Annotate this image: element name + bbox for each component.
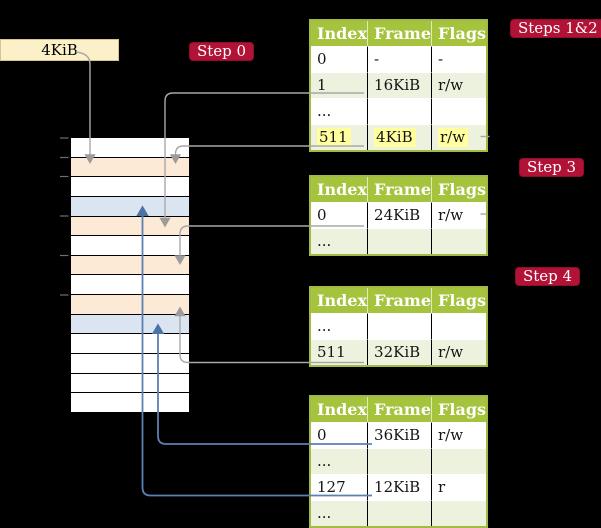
memory-cell-13 [71, 392, 189, 412]
column-header-index: Index [311, 21, 368, 46]
column-header-frame: Frame [367, 177, 432, 202]
memory-cell-7 [71, 274, 189, 295]
pt-cell: 0 [311, 202, 368, 228]
address-ticks [60, 137, 69, 296]
table-row: ... [311, 500, 487, 526]
highlighted-value: 511 [317, 128, 351, 147]
column-header-frame: Frame [367, 288, 432, 313]
memory-cell-4 [71, 215, 189, 236]
memory-cell-9 [71, 313, 189, 334]
pt-cell: 1 [311, 72, 368, 98]
pt-cell [367, 448, 432, 474]
pt-cell: 0 [311, 422, 368, 448]
pt-cell: ... [311, 228, 368, 254]
table-row: ... [311, 228, 487, 254]
pt-cell: 12KiB [367, 474, 432, 500]
memory-cell-10 [71, 333, 189, 354]
table-row: ... [311, 98, 487, 124]
pt-cell: 0 [311, 46, 368, 72]
column-header-index: Index [311, 177, 368, 202]
memory-cell-8 [71, 294, 189, 314]
pt-cell [431, 448, 487, 474]
memory-cell-3 [71, 195, 189, 216]
pt-cell: r/w [431, 124, 487, 150]
pt-cell: ... [311, 98, 368, 124]
memory-cell-6 [71, 254, 189, 275]
memory-cell-11 [71, 353, 189, 373]
table-row: 0-- [311, 46, 487, 72]
highlighted-value: r/w [438, 128, 469, 147]
step-3-badge: Step 3 [519, 158, 585, 177]
steps-1-2-badge: Steps 1&2 [510, 19, 601, 38]
pt-cell: r/w [431, 202, 487, 228]
memory-column [70, 137, 190, 413]
memory-cell-5 [71, 235, 189, 255]
memory-cell-1 [71, 156, 189, 177]
pt-cell [367, 228, 432, 254]
pt-cell [431, 98, 487, 124]
table-row: 511 4KiB r/w [311, 124, 487, 150]
pt-cell [367, 500, 432, 526]
pt-cell: - [367, 46, 432, 72]
column-header-flags: Flags [431, 177, 487, 202]
pt-cell [431, 313, 487, 339]
pt-cell [367, 98, 432, 124]
step-4-badge: Step 4 [515, 267, 581, 286]
pt-cell: 24KiB [367, 202, 432, 228]
frame-size-label: 4KiB [0, 39, 119, 61]
pt-cell: 4KiB [367, 124, 432, 150]
pt-cell: ... [311, 500, 368, 526]
highlighted-value: 4KiB [374, 128, 416, 147]
pt-cell: r/w [431, 72, 487, 98]
pt-cell [367, 313, 432, 339]
column-header-frame: Frame [367, 397, 432, 422]
memory-cell-0 [71, 138, 189, 157]
pt-cell [431, 500, 487, 526]
pt-cell [431, 228, 487, 254]
table-row: ... [311, 313, 487, 339]
memory-cell-12 [71, 372, 189, 393]
pt-cell: 36KiB [367, 422, 432, 448]
column-header-flags: Flags [431, 288, 487, 313]
column-header-index: Index [311, 397, 368, 422]
column-header-frame: Frame [367, 21, 432, 46]
column-header-flags: Flags [431, 21, 487, 46]
column-header-index: Index [311, 288, 368, 313]
step-0-badge: Step 0 [189, 42, 255, 61]
pt-cell: 127 [311, 474, 368, 500]
pt-cell: ... [311, 313, 368, 339]
pt-cell: r [431, 474, 487, 500]
table-row: ... [311, 448, 487, 474]
memory-cell-2 [71, 176, 189, 196]
pt-cell: - [431, 46, 487, 72]
pt-cell: r/w [431, 422, 487, 448]
pt-cell: 511 [311, 339, 368, 365]
pt-cell: ... [311, 448, 368, 474]
pt-cell: r/w [431, 339, 487, 365]
pt-cell: 511 [311, 124, 368, 150]
pt-cell: 32KiB [367, 339, 432, 365]
pt-cell: 16KiB [367, 72, 432, 98]
column-header-flags: Flags [431, 397, 487, 422]
